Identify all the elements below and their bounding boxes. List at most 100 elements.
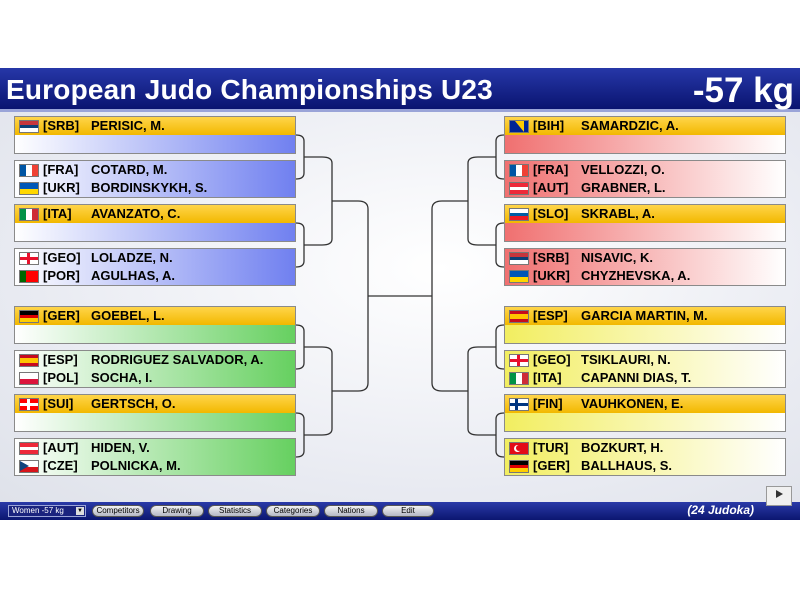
competitor-slot[interactable]: [BIH]SAMARDZIC, A. [505,117,785,135]
competitor-slot[interactable]: [ESP]RODRIGUEZ SALVADOR, A. [15,351,295,369]
competitor-slot[interactable]: [AUT]HIDEN, V. [15,439,295,457]
flag-esp-icon [19,354,39,367]
country-code: [SRB] [43,118,80,133]
bracket-connector [295,134,305,180]
country-code: [GER] [533,458,570,473]
flag-fra-icon [19,164,39,177]
flag-slo-icon [509,208,529,221]
country-code: [GER] [43,308,80,323]
bracket-connector [495,222,505,268]
bracket-connector [357,200,369,392]
competitor-slot[interactable]: [FRA]COTARD, M. [15,161,295,179]
country-code: [CZE] [43,458,78,473]
edit-button[interactable]: Edit [382,505,434,517]
statistics-button[interactable]: Statistics [208,505,262,517]
country-code: [AUT] [43,440,79,455]
bracket-entry[interactable]: [AUT]HIDEN, V.[CZE]POLNICKA, M. [14,438,296,476]
competitors-button[interactable]: Competitors [92,505,144,517]
competitor-slot[interactable]: [CZE]POLNICKA, M. [15,457,295,475]
country-code: [ITA] [533,370,562,385]
categories-button[interactable]: Categories [266,505,320,517]
competitor-name: CHYZHEVSKA, A. [581,268,691,283]
drawing-button[interactable]: Drawing [150,505,204,517]
bracket-entry[interactable]: [FRA]COTARD, M.[UKR]BORDINSKYKH, S. [14,160,296,198]
category-select-value: Women -57 kg [12,506,64,515]
country-code: [AUT] [533,180,569,195]
bracket-entry[interactable]: [SRB]NISAVIC, K.[UKR]CHYZHEVSKA, A. [504,248,786,286]
bracket-entry[interactable]: [ESP]RODRIGUEZ SALVADOR, A.[POL]SOCHA, I… [14,350,296,388]
page-title: European Judo Championships U23 [6,74,493,105]
bracket-entry[interactable]: [BIH]SAMARDZIC, A. [504,116,786,154]
competitor-slot[interactable]: [ITA] AVANZATO, C. [15,205,295,223]
competitor-slot[interactable] [15,413,295,431]
competitor-slot[interactable]: [GER]GOEBEL, L. [15,307,295,325]
competitor-slot[interactable]: [GER] BALLHAUS, S. [505,457,785,475]
bracket-connector [495,134,505,180]
competitor-slot[interactable]: [SLO]SKRABL, A. [505,205,785,223]
competitor-slot[interactable] [505,135,785,153]
flag-srb-icon [19,120,39,133]
bracket-connector [295,222,305,268]
flag-tur-icon [509,442,529,455]
bracket-entry[interactable]: [GEO]LOLADZE, N.[POR] AGULHAS, A. [14,248,296,286]
competitor-slot[interactable]: [POL]SOCHA, I. [15,369,295,387]
bracket-entry[interactable]: [ESP]GARCIA MARTIN, M. [504,306,786,344]
competitor-name: GARCIA MARTIN, M. [581,308,708,323]
bracket-window: European Judo Championships U23 -57 kg [… [0,68,800,520]
flag-esp-icon [509,310,529,323]
competitor-slot[interactable]: [TUR]BOZKURT, H. [505,439,785,457]
bracket-entry[interactable]: [FIN]VAUHKONEN, E. [504,394,786,432]
competitor-name: AGULHAS, A. [91,268,176,283]
country-code: [ITA] [43,206,72,221]
flag-srb-icon [509,252,529,265]
competitor-slot[interactable] [505,413,785,431]
competitor-slot[interactable]: [ITA] CAPANNI DIAS, T. [505,369,785,387]
competitor-slot[interactable]: [UKR]CHYZHEVSKA, A. [505,267,785,285]
competitor-slot[interactable]: [AUT] GRABNER, L. [505,179,785,197]
competitor-slot[interactable]: [ESP]GARCIA MARTIN, M. [505,307,785,325]
competitor-slot[interactable]: [FRA]VELLOZZI, O. [505,161,785,179]
flag-ger-icon [19,310,39,323]
bracket-entry[interactable]: [GER]GOEBEL, L. [14,306,296,344]
bracket-entry[interactable]: [SUI]GERTSCH, O. [14,394,296,432]
competitor-slot[interactable] [15,325,295,343]
competitor-slot[interactable]: [UKR]BORDINSKYKH, S. [15,179,295,197]
country-code: [FIN] [533,396,563,411]
country-code: [POL] [43,370,79,385]
competitor-name: GRABNER, L. [581,180,666,195]
competitor-name: BALLHAUS, S. [581,458,672,473]
bracket-lines [295,134,505,458]
competitor-slot[interactable] [15,223,295,241]
competitor-slot[interactable]: [GEO]TSIKLAURI, N. [505,351,785,369]
nations-button[interactable]: Nations [324,505,378,517]
competitor-name: AVANZATO, C. [91,206,181,221]
competitor-slot[interactable]: [FIN]VAUHKONEN, E. [505,395,785,413]
bracket-area: [SRB]PERISIC, M. [FRA]COTARD, M.[UKR]BORD… [0,112,800,502]
title-bar: European Judo Championships U23 -57 kg [0,68,800,112]
category-select[interactable]: Women -57 kg ▼ [8,505,86,517]
bracket-connector [431,200,443,392]
competitor-slot[interactable]: [GEO]LOLADZE, N. [15,249,295,267]
competitor-name: CAPANNI DIAS, T. [581,370,692,385]
competitor-slot[interactable] [505,325,785,343]
bracket-connector [495,324,505,370]
competitor-slot[interactable]: [SRB]NISAVIC, K. [505,249,785,267]
bracket-entry[interactable]: [SLO]SKRABL, A. [504,204,786,242]
country-code: [FRA] [533,162,569,177]
flag-ger-icon [509,460,529,473]
country-code: [TUR] [533,440,569,455]
competitor-slot[interactable] [15,135,295,153]
bracket-entry[interactable]: [FRA]VELLOZZI, O.[AUT] GRABNER, L. [504,160,786,198]
bracket-entry[interactable]: [ITA] AVANZATO, C. [14,204,296,242]
play-logo-icon [766,486,792,506]
competitor-slot[interactable] [505,223,785,241]
bracket-entry[interactable]: [TUR]BOZKURT, H.[GER] BALLHAUS, S. [504,438,786,476]
flag-ukr-icon [19,182,39,195]
bracket-connector [495,412,505,458]
country-code: [POR] [43,268,80,283]
competitor-slot[interactable]: [SRB]PERISIC, M. [15,117,295,135]
bracket-entry[interactable]: [SRB]PERISIC, M. [14,116,296,154]
bracket-entry[interactable]: [GEO]TSIKLAURI, N.[ITA] CAPANNI DIAS, T. [504,350,786,388]
competitor-slot[interactable]: [SUI]GERTSCH, O. [15,395,295,413]
competitor-slot[interactable]: [POR] AGULHAS, A. [15,267,295,285]
